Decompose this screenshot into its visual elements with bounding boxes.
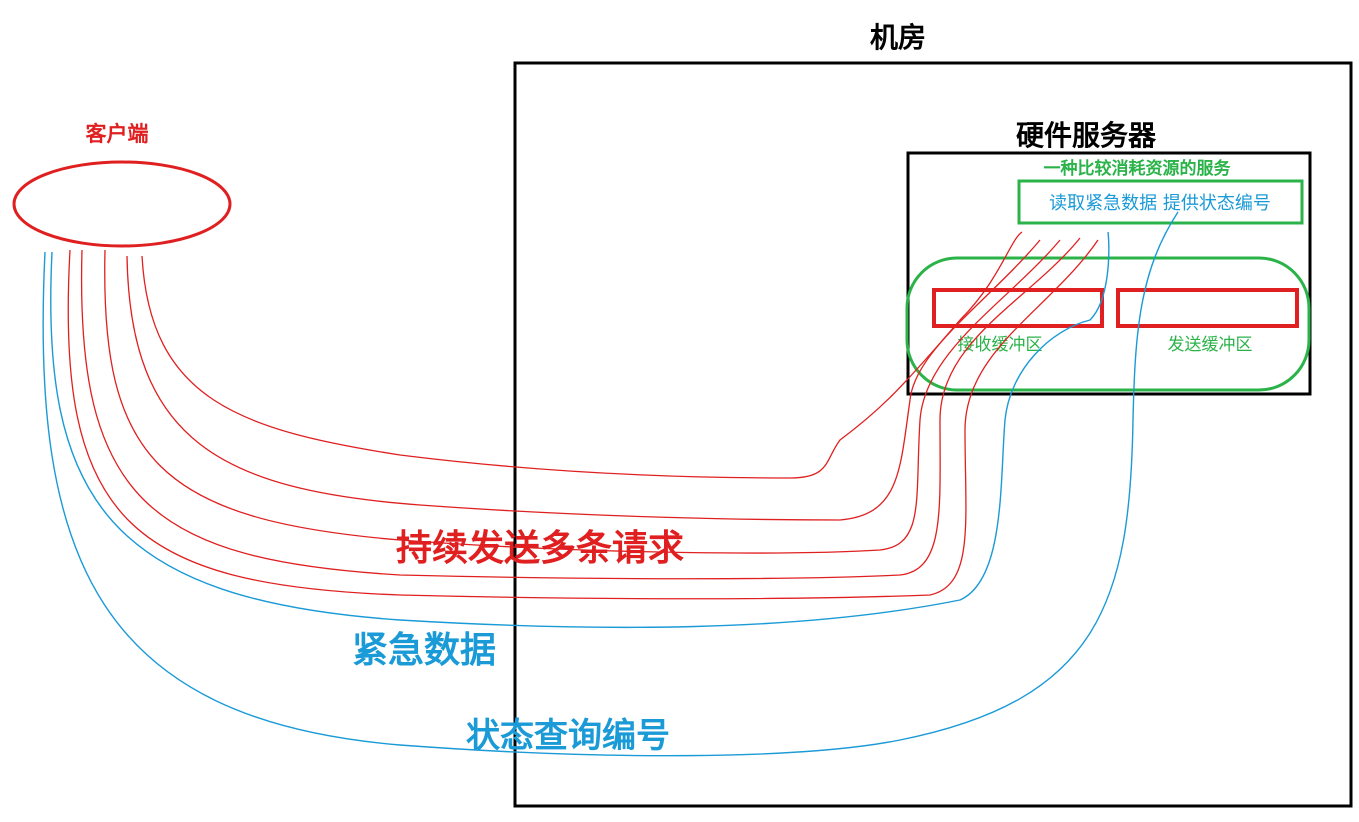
- costly-service-label: 一种比较消耗资源的服务: [1044, 158, 1232, 179]
- request-line-5: [67, 239, 1099, 600]
- request-line-4: [80, 237, 1081, 580]
- request-lines: [67, 231, 1099, 600]
- hardware-server-title: 硬件服务器: [1016, 119, 1157, 152]
- continuous-requests-label: 持续发送多条请求: [396, 528, 684, 569]
- request-line-3: [104, 239, 1061, 554]
- client-ellipse: [12, 160, 232, 248]
- request-line-2: [126, 239, 1041, 521]
- machine-room-box: [513, 61, 1353, 808]
- receive-buffer-label: 接收缓冲区: [958, 335, 1043, 355]
- hardware-server-box: [906, 151, 1312, 396]
- machine-room-title: 机房: [870, 21, 926, 54]
- buffer-region: [905, 256, 1311, 392]
- urgent-data-label: 紧急数据: [352, 630, 496, 671]
- status-query-number-label: 状态查询编号: [466, 716, 670, 756]
- request-line-1: [141, 231, 1023, 479]
- service-box-text: 读取紧急数据 提供状态编号: [1049, 193, 1271, 214]
- client-label: 客户端: [86, 122, 149, 146]
- urgent-data-line: [50, 231, 1110, 629]
- send-buffer-box: [1116, 288, 1299, 328]
- send-buffer-label: 发送缓冲区: [1168, 335, 1253, 355]
- service-box: [1017, 179, 1304, 225]
- status-query-line: [42, 211, 1179, 757]
